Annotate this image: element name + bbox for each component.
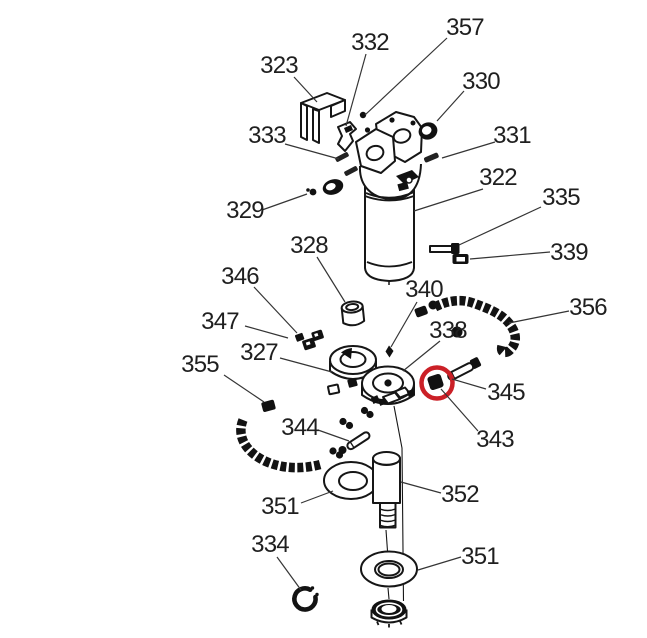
callout-322: 322	[413, 164, 518, 212]
part-label-352: 352	[441, 481, 479, 508]
callout-332: 332	[345, 29, 390, 127]
part-spacer	[340, 300, 366, 327]
part-label-340: 340	[405, 276, 443, 303]
part-cap	[418, 122, 438, 140]
part-label-329: 329	[226, 197, 264, 224]
callout-328: 328	[290, 232, 346, 303]
highlight-circle	[419, 365, 455, 401]
callout-327: 327	[240, 339, 333, 373]
part-bolt-335	[429, 243, 460, 254]
callout-351-upper: 351	[261, 490, 334, 520]
callout-323: 323	[260, 52, 318, 103]
part-screws-333	[335, 152, 358, 176]
callout-352: 352	[400, 481, 480, 508]
part-lock-nut	[370, 599, 408, 628]
part-label-351-lower: 351	[461, 543, 499, 570]
part-fitting-339	[452, 254, 469, 264]
part-circlip	[292, 586, 319, 612]
callout-335: 335	[458, 184, 581, 246]
part-label-343: 343	[476, 426, 514, 453]
callout-338: 338	[402, 317, 468, 372]
part-valve-body	[361, 365, 415, 406]
part-pin-344	[338, 431, 371, 454]
callout-340: 340	[390, 276, 444, 348]
part-label-357: 357	[446, 14, 484, 41]
part-label-330: 330	[462, 68, 500, 95]
part-label-339: 339	[550, 239, 588, 266]
part-label-346: 346	[221, 263, 259, 290]
part-washer-lower	[360, 550, 418, 588]
part-plug-343	[427, 373, 444, 391]
part-grommet	[306, 179, 344, 196]
part-pin-331	[424, 152, 439, 163]
part-label-328: 328	[290, 232, 328, 259]
part-label-333: 333	[248, 122, 286, 149]
part-label-338: 338	[429, 317, 467, 344]
part-label-334: 334	[251, 531, 289, 558]
callout-347: 347	[201, 308, 289, 339]
part-washer-upper	[323, 461, 379, 500]
part-chain-left	[236, 399, 374, 473]
part-label-351-upper: 351	[261, 493, 299, 520]
callout-339: 339	[469, 239, 589, 266]
part-label-323: 323	[260, 52, 298, 79]
part-label-345: 345	[487, 379, 525, 406]
callout-334: 334	[251, 531, 302, 591]
part-label-332: 332	[351, 29, 389, 56]
part-label-327: 327	[240, 339, 278, 366]
part-label-347: 347	[201, 308, 239, 335]
part-cone-340	[385, 345, 394, 358]
part-label-335: 335	[542, 184, 580, 211]
part-chain-right	[414, 295, 520, 358]
callout-355: 355	[181, 351, 265, 403]
callout-330: 330	[436, 68, 501, 122]
callout-351-lower: 351	[417, 543, 500, 571]
part-label-331: 331	[493, 122, 531, 149]
part-label-356: 356	[569, 294, 607, 321]
part-label-355: 355	[181, 351, 219, 378]
part-small-screws	[359, 111, 395, 133]
callout-331: 331	[441, 122, 532, 159]
part-stud	[447, 357, 482, 381]
part-label-344: 344	[281, 414, 319, 441]
callout-343: 343	[440, 388, 515, 453]
callout-329: 329	[226, 193, 308, 224]
callout-346: 346	[221, 263, 298, 334]
callout-345: 345	[451, 378, 526, 406]
part-clip	[337, 121, 357, 152]
part-label-322: 322	[479, 164, 517, 191]
part-filter-canister	[364, 185, 415, 285]
part-ring	[327, 345, 377, 396]
assembly-axis-lines	[385, 405, 405, 602]
part-elbow-fittings	[294, 329, 324, 351]
part-filter-head	[355, 111, 423, 201]
callout-344: 344	[281, 414, 350, 442]
callout-357: 357	[364, 14, 485, 116]
callout-356: 356	[508, 294, 608, 324]
callout-333: 333	[248, 122, 340, 160]
part-stem	[372, 451, 401, 529]
part-mounting-bracket	[300, 92, 346, 144]
